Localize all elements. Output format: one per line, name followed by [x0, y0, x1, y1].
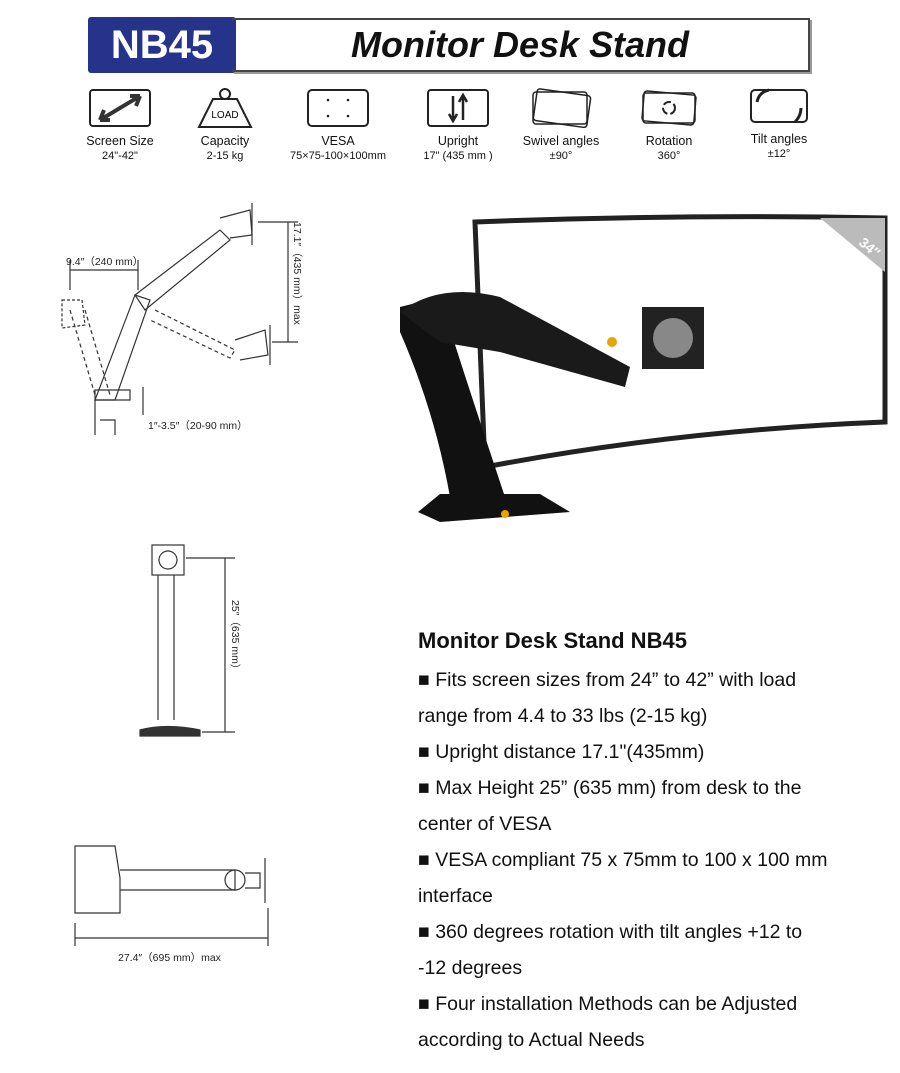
page-title: Monitor Desk Stand [232, 18, 810, 72]
description-line: ■ Four installation Methods can be Adjus… [418, 993, 798, 1015]
product-photo: 34″ [400, 214, 888, 522]
depth-dimension: 27.4″（695 mm）max [118, 952, 221, 964]
tilt-icon [750, 88, 808, 124]
svg-text:LOAD: LOAD [211, 110, 238, 121]
description-line: ■ Upright distance 17.1"(435mm) [418, 741, 705, 763]
updown-arrows-icon [427, 89, 489, 127]
description-line: interface [418, 885, 493, 907]
clamp-dimension: 1″-3.5″（20-90 mm） [148, 420, 248, 432]
vesa-icon [307, 89, 369, 127]
model-badge: NB45 [88, 17, 236, 73]
description-line: ■ Fits screen sizes from 24” to 42” with… [418, 669, 797, 691]
description-line: center of VESA [418, 813, 552, 835]
description-line: range from 4.4 to 33 lbs (2-15 kg) [418, 705, 708, 727]
diagonal-arrow-icon [89, 89, 151, 127]
side-view-diagram [139, 544, 235, 737]
rotation-icon [641, 90, 697, 126]
arm-range-diagram [61, 203, 298, 435]
description-line: -12 degrees [418, 957, 523, 979]
reach-dimension: 9.4″（240 mm） [66, 256, 144, 268]
upright-dimension: 17.1″（435 mm）max [291, 222, 303, 325]
description-line: ■ Max Height 25” (635 mm) from desk to t… [418, 777, 802, 799]
description: Monitor Desk Stand NB45 ■ Fits screen si… [418, 628, 898, 1058]
height-dimension: 25″（635 mm） [229, 600, 241, 675]
description-line: ■ 360 degrees rotation with tilt angles … [418, 921, 803, 943]
load-weight-icon: LOAD [197, 88, 253, 128]
spec-tilt: Tilt angles±12° [724, 86, 834, 160]
spec-swivel: Swivel angles±90° [506, 88, 616, 162]
swivel-icon [532, 88, 592, 128]
description-line: according to Actual Needs [418, 1029, 645, 1051]
description-line: ■ VESA compliant 75 x 75mm to 100 x 100 … [418, 849, 828, 871]
top-view-diagram [74, 845, 269, 946]
description-title: Monitor Desk Stand NB45 [418, 628, 687, 653]
